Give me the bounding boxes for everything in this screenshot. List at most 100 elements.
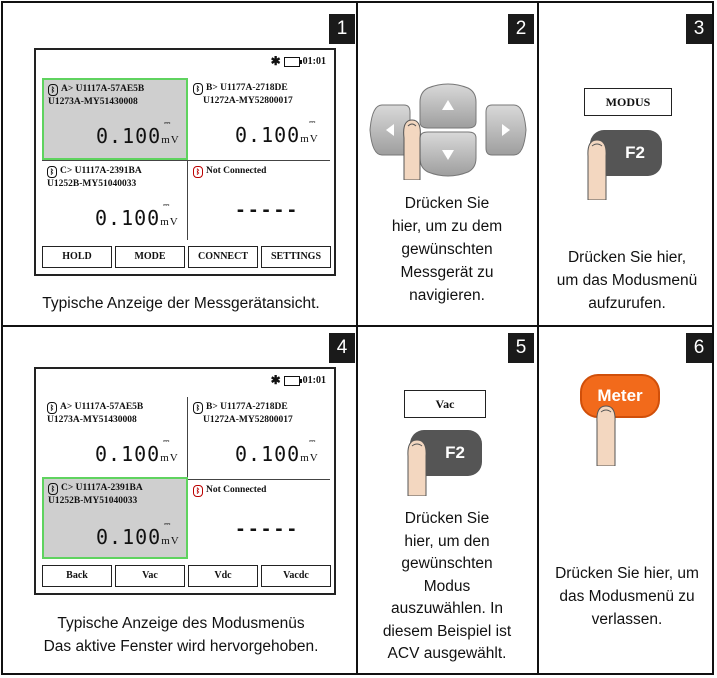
- softkey-vacdc[interactable]: Vacdc: [261, 565, 331, 587]
- reading-unit: mV: [160, 452, 179, 464]
- reading-unit: mV: [300, 452, 319, 464]
- finger-icon: [596, 405, 616, 466]
- panel-number: 6: [686, 333, 712, 363]
- caption-line: Modus: [423, 577, 471, 595]
- caption-line: ACV ausgewählt.: [387, 645, 507, 662]
- panel-number: 3: [686, 14, 712, 44]
- caption-line: diesem Beispiel ist: [382, 622, 512, 640]
- caption-line: Messgerät zu: [400, 264, 494, 281]
- meter-reading: 0.100mV: [235, 442, 319, 466]
- key-label: F2: [445, 443, 465, 462]
- dc-symbol-icon: ⎓: [164, 118, 171, 127]
- caption-line: gewünschten: [401, 241, 493, 258]
- finger-icon: [407, 439, 427, 496]
- dc-symbol-icon: ⎓: [309, 436, 316, 445]
- panel-caption: Drücken Sie hier, um zu dem gewünschten …: [358, 192, 536, 307]
- battery-icon: [283, 56, 302, 67]
- meter-reading: 0.100mV: [96, 525, 180, 549]
- caption-line: gewünschten: [401, 555, 493, 572]
- reading-unit: mV: [160, 216, 179, 228]
- meter-id: B> U1177A-2718DE: [206, 83, 288, 93]
- meter-status: Not Connected: [206, 166, 267, 176]
- meter-id: C> U1117A-2391BA: [60, 166, 142, 176]
- dc-symbol-icon: ⎓: [309, 117, 316, 126]
- meter-key[interactable]: Meter: [580, 374, 660, 418]
- meter-serial: U1272A-MY52800017: [203, 96, 293, 106]
- meter-reading: 0.100mV: [235, 123, 319, 147]
- panel-caption: Typische Anzeige des Modusmenüs Das akti…: [6, 612, 356, 658]
- caption-line: auszuwählen. In: [390, 600, 504, 617]
- dc-symbol-icon: ⎓: [164, 519, 171, 528]
- panel-number: 4: [329, 333, 355, 363]
- dc-symbol-icon: ⎓: [163, 436, 170, 445]
- reading-value: 0.100: [96, 124, 162, 148]
- bluetooth-disconnected-icon: ᛒ: [193, 166, 203, 178]
- meter-serial: U1252B-MY51040033: [47, 179, 137, 189]
- reading-value: 0.100: [95, 206, 161, 230]
- battery-icon: [283, 375, 302, 386]
- meter-id: A> U1117A-57AE5B: [60, 402, 144, 412]
- meter-serial: U1252B-MY51040033: [48, 496, 138, 506]
- meter-serial: U1273A-MY51430008: [48, 97, 138, 107]
- reading-value: 0.100: [235, 442, 301, 466]
- softkey-settings[interactable]: SETTINGS: [261, 246, 331, 268]
- softkey-vdc[interactable]: Vdc: [188, 565, 258, 587]
- reading-value: 0.100: [235, 123, 301, 147]
- finger-icon: [403, 119, 421, 180]
- meter-id: A> U1117A-57AE5B: [61, 84, 145, 94]
- clock: 01:01: [302, 56, 326, 67]
- reading-unit: mV: [300, 133, 319, 145]
- panel-caption: Drücken Sie hier, um das Modusmenü aufzu…: [539, 246, 715, 315]
- bluetooth-icon: ᛒ: [47, 402, 57, 414]
- softkey-vac[interactable]: Vac: [115, 565, 185, 587]
- bluetooth-icon: ᛒ: [48, 483, 58, 495]
- status-bar: ✱ 01:01: [271, 54, 326, 69]
- reading-unit: mV: [161, 134, 180, 146]
- arrow-down-button[interactable]: [419, 131, 477, 177]
- finger-icon: [587, 139, 607, 200]
- bluetooth-icon: ᛒ: [193, 83, 203, 95]
- arrow-up-button[interactable]: [419, 83, 477, 129]
- bluetooth-icon: ᛒ: [48, 84, 58, 96]
- meter-status: Not Connected: [206, 485, 267, 495]
- panel-number: 5: [508, 333, 534, 363]
- meter-reading: -----: [235, 519, 300, 540]
- grid-divider: [537, 1, 539, 675]
- bluetooth-star-icon: ✱: [270, 54, 281, 68]
- bluetooth-icon: ᛒ: [47, 166, 57, 178]
- caption-line: hier, um zu dem: [391, 218, 503, 235]
- meter-id: B> U1177A-2718DE: [206, 402, 288, 412]
- arrow-down-icon: [442, 150, 454, 160]
- arrow-left-icon: [386, 124, 394, 136]
- meter-reading: 0.100mV: [96, 124, 180, 148]
- vac-label: Vac: [404, 390, 486, 418]
- arrow-right-button[interactable]: [485, 104, 527, 156]
- softkey-back[interactable]: Back: [42, 565, 112, 587]
- arrow-right-icon: [502, 124, 510, 136]
- meter-reading: -----: [235, 200, 300, 221]
- caption-line: aufzurufen.: [588, 295, 666, 312]
- grid-divider: [356, 1, 358, 675]
- meter-id: C> U1117A-2391BA: [61, 483, 143, 493]
- grid-divider: [1, 325, 714, 327]
- modus-label: MODUS: [584, 88, 672, 116]
- softkey-mode[interactable]: MODE: [115, 246, 185, 268]
- bluetooth-disconnected-icon: ᛒ: [193, 485, 203, 497]
- softkey-connect[interactable]: CONNECT: [188, 246, 258, 268]
- bluetooth-star-icon: ✱: [270, 373, 281, 387]
- softkey-hold[interactable]: HOLD: [42, 246, 112, 268]
- reading-value: 0.100: [95, 442, 161, 466]
- panel-number: 1: [329, 14, 355, 44]
- bluetooth-icon: ᛒ: [193, 402, 203, 414]
- panel-caption: Drücken Sie hier, um den gewünschten Mod…: [358, 508, 536, 666]
